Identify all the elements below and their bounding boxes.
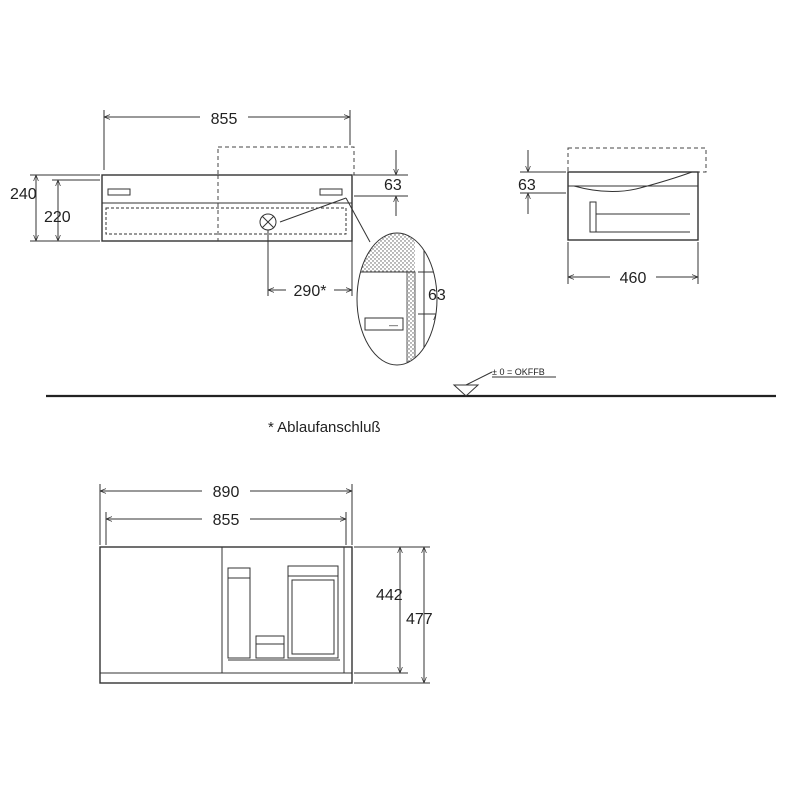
drawer-outline bbox=[105, 207, 347, 235]
height-220-label: 220 bbox=[44, 209, 71, 226]
side-view: 63 460 bbox=[518, 147, 707, 287]
cabinet-body-front bbox=[99, 546, 353, 684]
floor-line: ± 0 = OKFFB bbox=[46, 367, 776, 398]
height-240-label: 240 bbox=[10, 186, 37, 203]
detail-63-label: 63 bbox=[428, 287, 446, 304]
front-width-855-label: 855 bbox=[213, 512, 240, 529]
level-marker-icon bbox=[452, 384, 480, 397]
depth-460-label: 460 bbox=[620, 270, 647, 287]
floor-level-label: ± 0 = OKFFB bbox=[492, 367, 545, 377]
width-855-label: 855 bbox=[211, 111, 238, 128]
side-offset-63-label: 63 bbox=[518, 177, 536, 194]
offset-63-label: 63 bbox=[384, 177, 402, 194]
front-height-442-label: 442 bbox=[376, 587, 403, 604]
handle-right-icon bbox=[319, 188, 343, 196]
basin-outline bbox=[217, 146, 355, 176]
front-view: 890 855 442 477 bbox=[99, 481, 433, 684]
drain-290-label: 290* bbox=[294, 283, 327, 300]
handle-left-icon bbox=[107, 188, 131, 196]
svg-text:—: — bbox=[389, 320, 398, 330]
cabinet-body-side bbox=[567, 171, 699, 241]
top-view: 855 240 220 63 290* bbox=[10, 108, 408, 300]
footnote-text: * Ablaufanschluß bbox=[268, 419, 381, 436]
side-basin-outline bbox=[567, 147, 707, 173]
front-width-890-label: 890 bbox=[213, 484, 240, 501]
detail-view: — 63 bbox=[356, 232, 446, 366]
front-height-477-label: 477 bbox=[406, 611, 433, 628]
